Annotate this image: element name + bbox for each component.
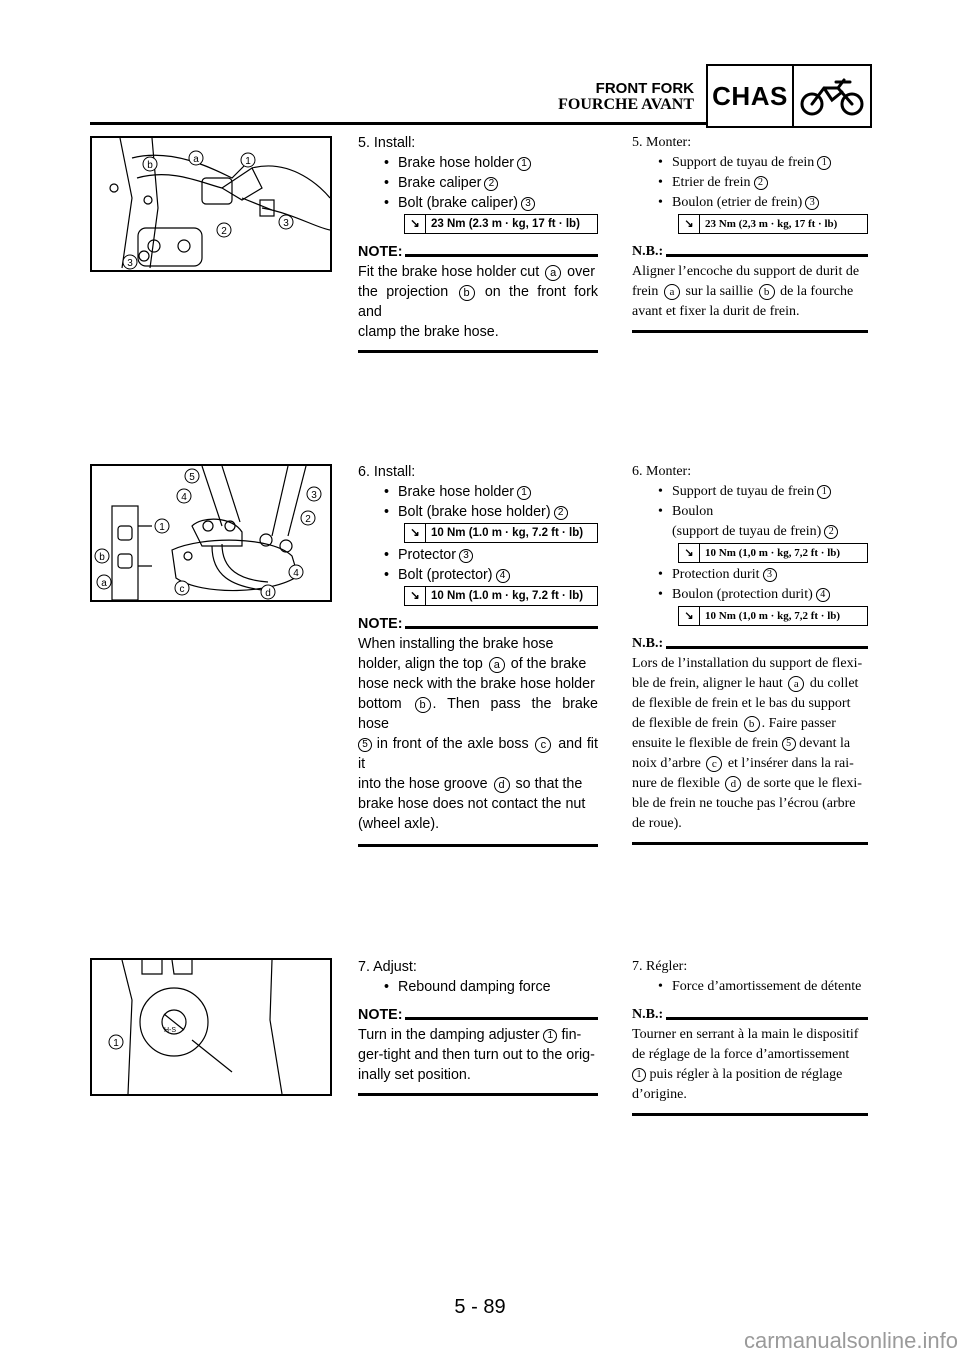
callout-4b: 4: [293, 568, 299, 579]
callout-a: a: [193, 154, 199, 165]
note-heading: N.B.:: [632, 634, 868, 654]
list-item: Brake hose holder: [398, 484, 515, 500]
figure-brake-hose-holder: 5 4 3 2 1 b a c d 4: [90, 464, 332, 602]
callout-d: d: [265, 588, 271, 599]
torque-spec: ↘ 23 Nm (2.3 m · kg, 17 ft · lb): [404, 214, 598, 234]
section-badge: CHAS: [706, 64, 872, 128]
list-item: Protection durit: [672, 567, 760, 582]
torque-spec: ↘10 Nm (1,0 m · kg, 7,2 ft · lb): [678, 543, 868, 563]
callout-c: c: [180, 584, 185, 595]
note-text: Turn in the damping adjuster 1 fin- ger-…: [358, 1027, 595, 1083]
list-item: Boulon (etrier de frein): [672, 195, 803, 210]
step7-en: 7. Adjust: Rebound damping force NOTE: T…: [358, 957, 598, 1096]
note-text: Fit the brake hose holder cut a over the…: [358, 264, 599, 340]
callout-5: 5: [189, 472, 195, 483]
page-number: 5 - 89: [454, 1296, 506, 1318]
list-item: Boulon (protection durit): [672, 587, 813, 602]
list-item: (support de tuyau de frein): [672, 524, 822, 539]
callout-1: 1: [159, 522, 165, 533]
note-text: Aligner l’encoche du support de durit de…: [632, 264, 860, 319]
callout-2: 2: [305, 514, 311, 525]
section-code: CHAS: [708, 66, 794, 126]
callout-1: 1: [113, 1038, 119, 1049]
note-label: NOTE:: [358, 244, 403, 260]
circled-number: 2: [484, 177, 499, 191]
step-heading: 5. Install:: [358, 135, 416, 151]
step7-fr: 7. Régler: Force d’amortissement de déte…: [632, 957, 868, 1116]
callout-1: 1: [245, 156, 251, 167]
callout-b: b: [99, 552, 105, 563]
list-item: Brake hose holder: [398, 155, 515, 171]
torque-spec: ↘23 Nm (2,3 m · kg, 17 ft · lb): [678, 214, 868, 234]
list-item: Brake caliper: [398, 175, 482, 191]
note-text: Lors de l’installation du support de fle…: [632, 656, 863, 831]
callout-3b: 3: [127, 258, 133, 269]
list-item: Support de tuyau de frein: [672, 155, 815, 170]
figure-damping-adjuster: H-S 1: [90, 958, 332, 1096]
note-heading: NOTE:: [358, 1005, 598, 1025]
callout-4: 4: [181, 492, 187, 503]
adjuster-marking: H-S: [164, 1027, 176, 1034]
note-heading: N.B.:: [632, 242, 868, 262]
circled-number: 3: [520, 197, 535, 211]
step-heading: 5. Monter:: [632, 135, 692, 150]
step-heading: 7. Régler:: [632, 959, 688, 974]
watermark: carmanualsonline.info: [743, 1328, 958, 1353]
note-heading: N.B.:: [632, 1005, 868, 1025]
step-heading: 6. Monter:: [632, 464, 692, 479]
torque-spec: ↘10 Nm (1.0 m · kg, 7.2 ft · lb): [404, 523, 598, 543]
torque-wrench-icon: ↘: [405, 215, 426, 233]
torque-wrench-icon: ↘: [405, 587, 426, 605]
circled-number: 1: [517, 157, 532, 171]
torque-spec: ↘10 Nm (1,0 m · kg, 7,2 ft · lb): [678, 606, 868, 626]
list-item: Force d’amortissement de détente: [672, 979, 862, 994]
list-item: Bolt (brake caliper): [398, 195, 518, 211]
header-title-en: FRONT FORK: [595, 80, 694, 97]
list-item: Boulon: [672, 504, 714, 519]
torque-wrench-icon: ↘: [679, 607, 700, 625]
torque-wrench-icon: ↘: [679, 215, 700, 233]
callout-2: 2: [221, 226, 227, 237]
list-item: Bolt (protector): [398, 567, 493, 583]
torque-value: 23 Nm (2.3 m · kg, 17 ft · lb): [431, 218, 580, 230]
callout-a: a: [101, 578, 107, 589]
header-rule: [90, 122, 706, 125]
list-item: Bolt (brake hose holder): [398, 504, 551, 520]
note-heading: NOTE:: [358, 242, 598, 262]
list-item: Support de tuyau de frein: [672, 484, 815, 499]
list-item: Rebound damping force: [398, 979, 551, 995]
motorcycle-icon: [794, 66, 870, 126]
step-heading: 7. Adjust:: [358, 959, 417, 975]
note-heading: NOTE:: [358, 614, 598, 634]
header-title-fr: FOURCHE AVANT: [558, 96, 694, 113]
torque-spec: ↘10 Nm (1.0 m · kg, 7.2 ft · lb): [404, 586, 598, 606]
list-item: Etrier de frein: [672, 175, 751, 190]
list-item: Protector: [398, 547, 457, 563]
note-text: When installing the brake hose holder, a…: [358, 636, 598, 832]
callout-3: 3: [311, 490, 317, 501]
figure-brake-caliper: a b 1 2 3 3: [90, 136, 332, 272]
callout-3: 3: [283, 218, 289, 229]
torque-wrench-icon: ↘: [679, 544, 700, 562]
note-text: Tourner en serrant à la main le disposit…: [632, 1027, 859, 1102]
step-heading: 6. Install:: [358, 464, 416, 480]
callout-b: b: [147, 160, 153, 171]
torque-wrench-icon: ↘: [405, 524, 426, 542]
